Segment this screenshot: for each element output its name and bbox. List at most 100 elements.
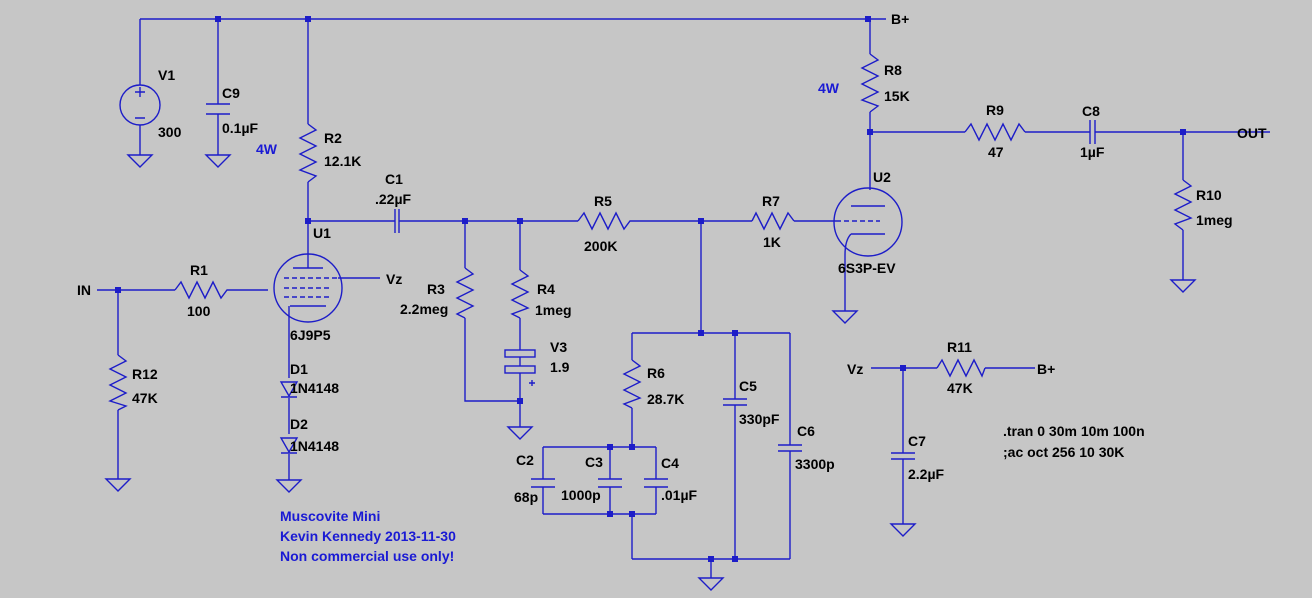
r7-value: 1K [763,234,781,250]
d1-ref: D1 [290,361,308,377]
c2-ref: C2 [516,452,534,468]
net-vz-u1: Vz [386,271,402,287]
ground-v3 [506,426,534,440]
d2-value: 1N4148 [290,438,339,454]
resistor-r1: R1 100 [174,262,232,319]
u2-type: 6S3P-EV [838,260,896,276]
r5-ref: R5 [594,193,612,209]
diode-d1: D1 1N4148 [279,361,339,398]
directive-tran: .tran 0 30m 10m 100n [1003,423,1145,439]
ground-r12 [104,478,132,492]
capacitor-c5: C5 330pF [723,378,780,427]
ground-c7 [889,523,917,537]
v3-ref: V3 [550,339,567,355]
credit-title: Muscovite Mini [280,508,380,524]
r9-value: 47 [988,144,1004,160]
c1-ref: C1 [385,171,403,187]
r1-ref: R1 [190,262,208,278]
r3-ref: R3 [427,281,445,297]
r9-ref: R9 [986,102,1004,118]
battery-v3: V3 1.9 [504,339,570,386]
resistor-r12: R12 47K [108,354,158,411]
c8-value: 1µF [1080,144,1105,160]
resistor-r3: R3 2.2meg [400,267,475,319]
directive-ac: ;ac oct 256 10 30K [1003,444,1124,460]
d2-ref: D2 [290,416,308,432]
ground-r10 [1169,279,1197,293]
junctions [115,16,1186,562]
v3-value: 1.9 [550,359,570,375]
r6-ref: R6 [647,365,665,381]
credit-author: Kevin Kennedy 2013-11-30 [280,528,456,544]
u1-type: 6J9P5 [290,327,331,343]
c8-ref: C8 [1082,103,1100,119]
c5-ref: C5 [739,378,757,394]
r3-value: 2.2meg [400,301,448,317]
credit-license: Non commercial use only! [280,548,454,564]
r4-value: 1meg [535,302,572,318]
capacitor-c9: C9 0.1µF [206,85,259,136]
capacitor-c3: C3 1000p [561,454,622,503]
capacitor-c8: C8 1µF [1080,103,1105,160]
net-vz-supply: Vz [847,361,863,377]
u1-ref: U1 [313,225,331,241]
r8-power-note: 4W [818,80,840,96]
diode-d2: D2 1N4148 [279,416,339,454]
capacitor-c7: C7 2.2µF [891,433,945,482]
c7-value: 2.2µF [908,466,945,482]
spice-directives: .tran 0 30m 10m 100n ;ac oct 256 10 30K [1003,423,1145,460]
resistor-r2: 4W R2 12.1K [256,123,361,183]
u2-ref: U2 [873,169,891,185]
c6-ref: C6 [797,423,815,439]
resistor-r5: R5 200K [577,193,632,254]
resistor-r9: R9 47 [964,102,1026,160]
r10-ref: R10 [1196,187,1222,203]
tube-u2: U2 6S3P-EV [833,169,903,276]
r7-ref: R7 [762,193,780,209]
v1-ref: V1 [158,67,175,83]
capacitor-c4: C4 .01µF [644,455,698,503]
ground-c9 [204,154,232,168]
voltage-source-v1: V1 300 [119,67,182,140]
net-bplus-top: B+ [891,11,909,27]
c1-value: .22µF [375,191,412,207]
c4-ref: C4 [661,455,679,471]
credits-note: Muscovite Mini Kevin Kennedy 2013-11-30 … [280,508,456,564]
resistor-r10: R10 1meg [1173,179,1233,231]
r12-ref: R12 [132,366,158,382]
c9-value: 0.1µF [222,120,259,136]
r10-value: 1meg [1196,212,1233,228]
r11-value: 47K [947,380,973,396]
c6-value: 3300p [795,456,835,472]
c7-ref: C7 [908,433,926,449]
net-labels: B+ OUT IN Vz Vz B+ [77,11,1267,377]
resistor-r8: 4W R8 15K [818,53,910,113]
r1-value: 100 [187,303,211,319]
resistor-r7: R7 1K [751,193,795,250]
c3-ref: C3 [585,454,603,470]
resistor-r4: R4 1meg [510,269,572,319]
capacitor-c1: C1 .22µF [375,171,412,233]
r2-power-note: 4W [256,141,278,157]
r4-ref: R4 [537,281,555,297]
net-in: IN [77,282,91,298]
c2-value: 68p [514,489,538,505]
capacitor-c2: C2 68p [514,452,555,505]
ground-symbols [104,154,1197,591]
r5-value: 200K [584,238,617,254]
resistor-r6: R6 28.7K [622,359,684,409]
r2-ref: R2 [324,130,342,146]
ground-v1 [126,154,154,168]
r11-ref: R11 [947,339,972,355]
c4-value: .01µF [661,487,698,503]
ground-d2 [275,479,303,493]
r8-value: 15K [884,88,910,104]
r8-ref: R8 [884,62,902,78]
r2-value: 12.1K [324,153,361,169]
r6-value: 28.7K [647,391,684,407]
wires [97,18,1270,578]
ground-u2 [831,310,859,324]
d1-value: 1N4148 [290,380,339,396]
v1-value: 300 [158,124,182,140]
